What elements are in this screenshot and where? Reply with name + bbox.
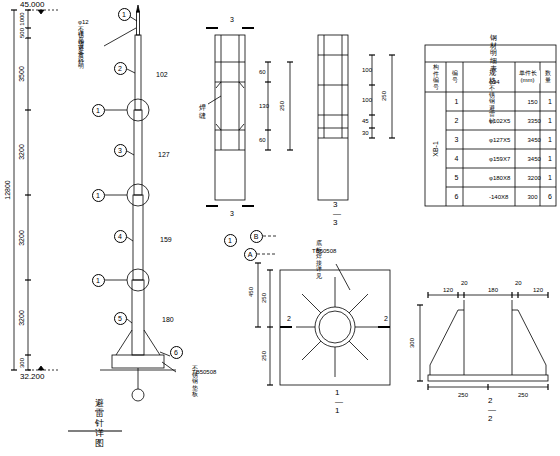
base-plate-elevation [417,292,548,390]
drawing-label: 300 [409,338,416,348]
joint-detail [206,28,293,206]
drawing-label: 3200 [18,144,26,160]
callout-text: 3 [118,147,122,154]
drawing-label: 焊缝 [199,104,206,119]
drawing-label: 250 [279,101,286,111]
table-cell: 数量 [545,70,551,83]
callout-number: 3 [114,144,127,157]
drawing-label: 500 [19,28,26,38]
callout-number: 5 [114,312,127,325]
axis-marker: A [244,248,257,261]
callout-number: 2 [114,62,127,75]
drawing-label: 250 [261,293,268,303]
drawing-label: 1000 [19,12,26,25]
callout-text: 1 [96,107,100,114]
callout-number: 4 [114,230,127,243]
table-cell: 编号 [452,70,458,83]
detail-index-mark: 1 [92,104,105,117]
callout-text: 1 [228,237,232,244]
callout-text: 1 [122,11,126,18]
drawing-label: 3200 [18,310,26,326]
section-detail [318,35,395,200]
detail-index-mark: 1 [224,234,237,247]
detail-index-mark: 1 [92,189,105,202]
detail-index-mark: 1 [92,274,105,287]
callout-text: B [254,233,259,240]
callout-text: 4 [118,233,122,240]
steel-schedule-table [425,45,556,206]
callout-text: A [248,251,253,258]
callout-text: 1 [96,192,100,199]
drawing-label: 3200 [18,230,26,246]
drawing-label: 250 [381,91,388,101]
table-cell: XB-1 [432,141,440,157]
drawing-label: 12800 [4,180,12,199]
drawing-label: 450 [248,287,255,297]
callout-text: 6 [174,349,178,356]
axis-marker: B [250,230,263,243]
table-cell: 单件长 (mm) [516,70,540,83]
drawing-label: 300 [19,358,26,368]
lightning-rod [68,5,176,431]
callout-number: 6 [170,346,183,359]
dimension-lines [11,10,60,370]
callout-text: 2 [118,65,122,72]
drawing-label: 250 [261,351,268,361]
callout-text: 5 [118,315,122,322]
callout-number: 1 [118,8,131,21]
callout-text: 1 [96,277,100,284]
drawing-label: 3500 [18,66,26,82]
table-cell: 构件编号 [433,64,439,90]
base-plate-plan [255,236,390,385]
